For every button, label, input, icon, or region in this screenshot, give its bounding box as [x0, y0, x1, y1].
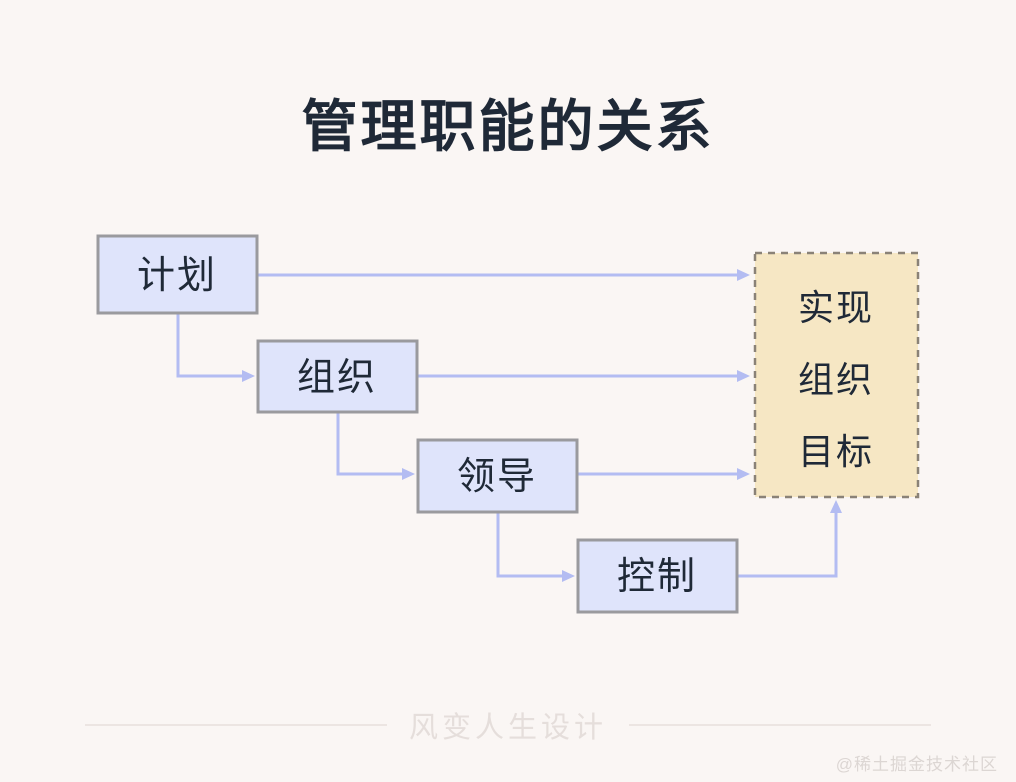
node-organize-label: 组织	[297, 357, 377, 399]
footer-brand: 风变人生设计	[408, 712, 607, 744]
node-control-label: 控制	[617, 556, 697, 598]
node-organize[interactable]: 组织	[256, 339, 419, 414]
footer-rule-left	[84, 724, 387, 726]
node-goal-line-2: 组织	[798, 359, 874, 400]
edge-control-to-goal	[737, 500, 842, 578]
node-lead-box	[416, 438, 579, 514]
edge-organize-to-lead	[336, 412, 415, 480]
node-control-box	[576, 538, 739, 614]
edge-lead-to-control	[496, 512, 575, 582]
node-plan-box	[96, 234, 259, 315]
node-goal-line-1: 实现	[798, 287, 874, 328]
node-lead[interactable]: 领导	[416, 438, 579, 514]
edge-plan-to-organize	[176, 313, 255, 382]
page-title: 管理职能的关系	[301, 95, 715, 158]
footer: 风变人生设计	[0, 700, 1016, 750]
connector-layer	[176, 269, 842, 582]
watermark: @稀土掘金技术社区	[835, 755, 998, 774]
footer-rule-right	[629, 724, 931, 726]
node-plan[interactable]: 计划	[96, 234, 259, 315]
node-plan-label: 计划	[137, 255, 217, 297]
node-lead-label: 领导	[457, 456, 537, 498]
node-goal[interactable]: 实现 组织 目标	[753, 251, 920, 499]
node-organize-box	[256, 339, 419, 414]
node-goal-box	[753, 251, 920, 499]
node-goal-line-3: 目标	[798, 431, 874, 472]
node-control[interactable]: 控制	[576, 538, 739, 614]
